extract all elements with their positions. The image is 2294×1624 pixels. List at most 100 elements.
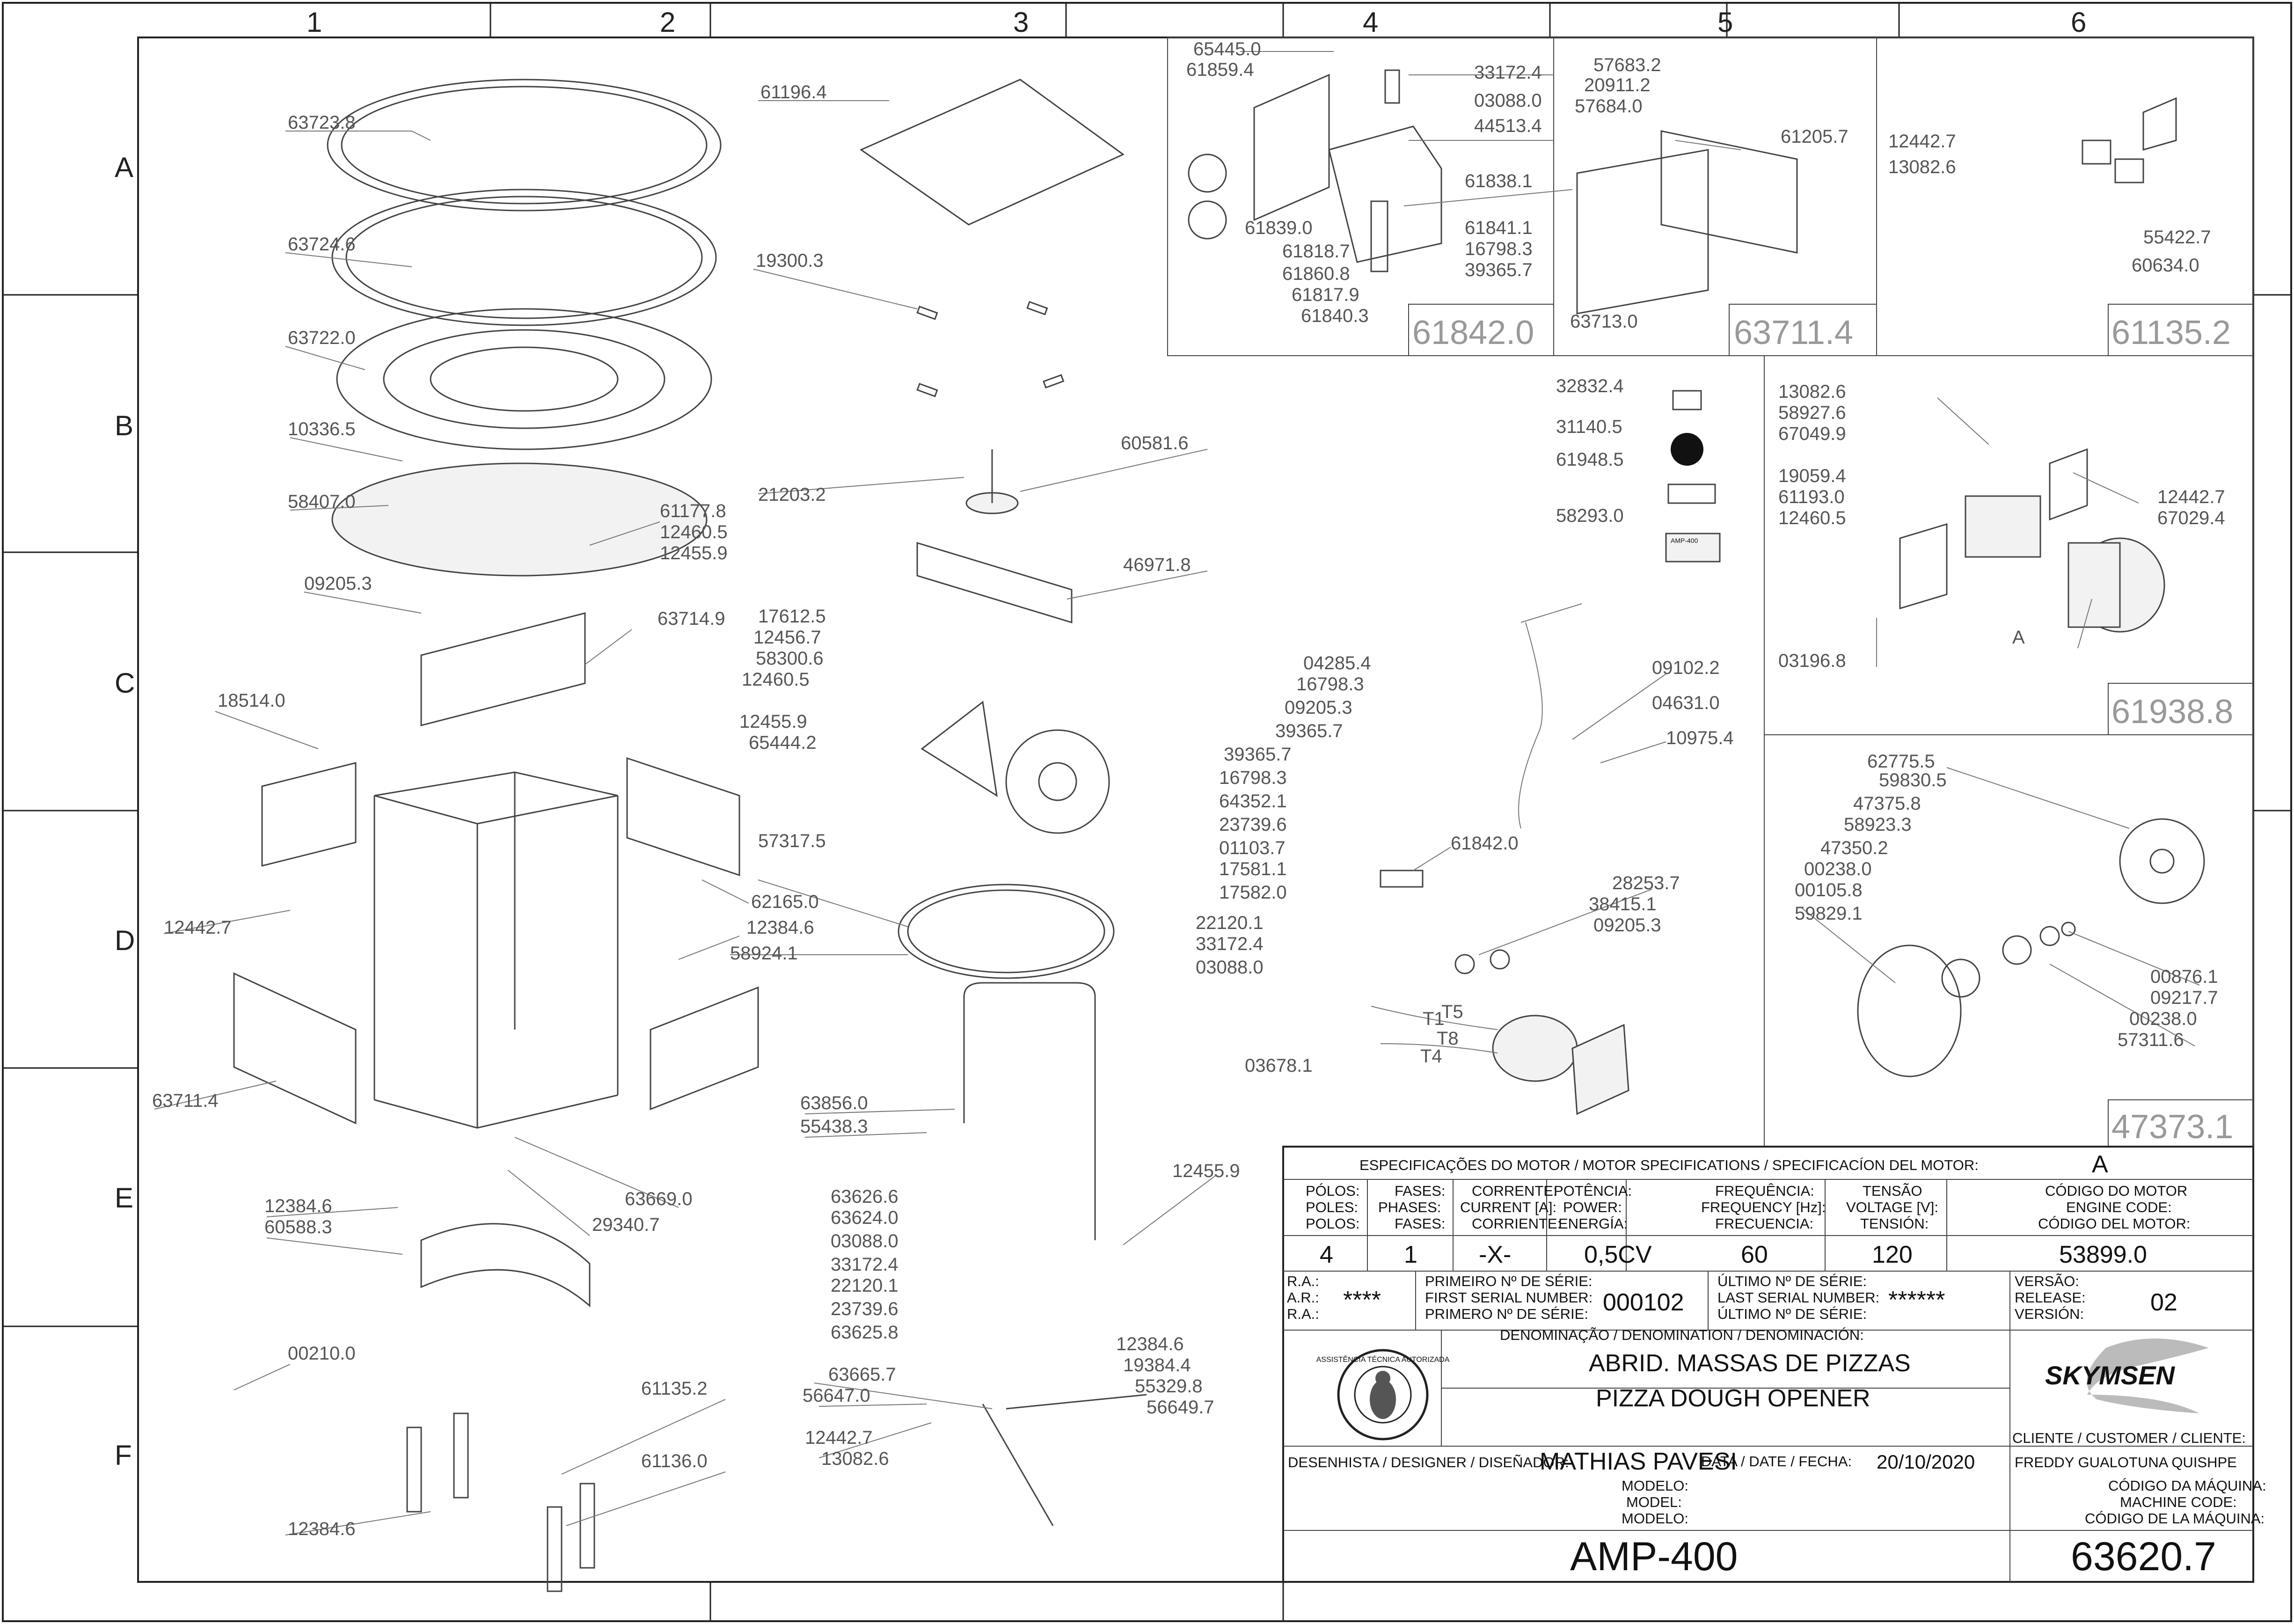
phases-label: FASES:	[1395, 1183, 1446, 1199]
part-label: 61842.0	[1451, 833, 1519, 854]
part-label: 03196.8	[1778, 651, 1846, 671]
part-label: 09205.3	[1285, 697, 1352, 718]
machine-code-label: CÓDIGO DE LA MÁQUINA:	[2085, 1510, 2265, 1527]
part-label: 00238.0	[1804, 859, 1872, 879]
designer-value: MATHIAS PAVESI	[1540, 1448, 1737, 1475]
release-label: RELEASE:	[2015, 1289, 2086, 1306]
part-label: 46971.8	[1123, 555, 1191, 575]
power-label: POTÊNCIA:	[1554, 1183, 1632, 1199]
part-label: 64352.1	[1219, 791, 1287, 812]
part-label: 63722.0	[288, 328, 356, 348]
part-label: 63856.0	[800, 1093, 868, 1113]
part-label: 61840.3	[1301, 306, 1369, 326]
motor-wire-label: T8	[1437, 1028, 1459, 1049]
poles-label: PÓLOS:	[1306, 1183, 1359, 1199]
part-label: 12460.5	[660, 522, 728, 542]
part-label: 61839.0	[1245, 218, 1313, 238]
part-label: 17582.0	[1219, 882, 1287, 903]
product-name-pt: ABRID. MASSAS DE PIZZAS	[1589, 1350, 1911, 1377]
part-label: 16798.3	[1219, 768, 1287, 788]
part-label: 19300.3	[756, 250, 824, 271]
part-label: 21203.2	[758, 484, 826, 505]
part-label: 61205.7	[1781, 126, 1848, 147]
detail-box-code-63711: 63711.4	[1734, 314, 1853, 351]
ra-label: R.A.:	[1287, 1273, 1319, 1289]
power-value: 0,5CV	[1584, 1241, 1652, 1268]
product-name-en: PIZZA DOUGH OPENER	[1596, 1385, 1870, 1412]
part-label: 61860.8	[1282, 263, 1350, 284]
decal-text: AMP-400	[1671, 537, 1698, 544]
part-label: 13082.6	[1888, 157, 1956, 177]
row-label-b: B	[115, 410, 133, 441]
model-value: AMP-400	[1570, 1534, 1738, 1579]
ra-value: ****	[1343, 1287, 1381, 1314]
part-label: 18514.0	[218, 690, 285, 711]
part-label: 58923.3	[1844, 814, 1912, 835]
part-label: 57684.0	[1575, 96, 1643, 117]
voltage-label: TENSÃO	[1863, 1183, 1922, 1199]
poles-label: POLOS:	[1306, 1215, 1359, 1232]
machine-code-value: 63620.7	[2071, 1534, 2216, 1579]
part-label: 44513.4	[1474, 116, 1542, 136]
part-label: 61177.8	[660, 501, 726, 521]
col-label-1: 1	[307, 7, 322, 38]
part-label: 13082.6	[821, 1448, 889, 1469]
part-label: 29340.7	[592, 1214, 660, 1235]
part-label: 63713.0	[1570, 311, 1638, 332]
part-label: 03088.0	[1196, 957, 1264, 978]
phases-label: FASES:	[1395, 1215, 1446, 1232]
grid-ticks	[3, 3, 2291, 1621]
part-drawings: AMP-400	[233, 69, 2205, 1592]
part-label: 62775.5	[1867, 751, 1935, 772]
part-label: 00876.1	[2150, 966, 2218, 987]
date-value: 20/10/2020	[1877, 1451, 1975, 1473]
part-label: 12384.6	[264, 1196, 332, 1216]
col-label-4: 4	[1363, 7, 1378, 38]
leader-lines	[154, 51, 2200, 1536]
designer-label: DESENHISTA / DESIGNER / DISEÑADOR:	[1288, 1454, 1569, 1470]
last-serial-label: LAST SERIAL NUMBER:	[1717, 1289, 1879, 1306]
part-label: 65444.2	[749, 732, 817, 753]
part-label: 03678.1	[1245, 1055, 1313, 1076]
row-label-a: A	[115, 152, 133, 183]
part-label: 12455.9	[660, 543, 728, 563]
part-label: 55438.3	[800, 1116, 868, 1137]
part-label: 61948.5	[1556, 449, 1624, 470]
part-label: 16798.3	[1296, 674, 1364, 695]
detail-boxes	[1167, 37, 2254, 1147]
part-label: 61196.4	[760, 82, 827, 102]
part-label: 61136.0	[641, 1451, 708, 1471]
part-label: 12442.7	[164, 917, 232, 938]
part-label: 23739.6	[831, 1299, 899, 1319]
part-label: 63626.6	[831, 1186, 899, 1207]
part-label: 22120.1	[1196, 913, 1264, 933]
part-label: 03088.0	[1474, 90, 1542, 111]
machine-code-label: CÓDIGO DA MÁQUINA:	[2108, 1478, 2266, 1494]
brand-logo-text: SKYMSEN	[2045, 1361, 2175, 1390]
part-label: 63711.4	[152, 1090, 219, 1111]
part-label: 47350.2	[1820, 838, 1888, 858]
part-label: 56649.7	[1147, 1397, 1214, 1418]
part-label: 09205.3	[1593, 915, 1661, 936]
part-label: 12460.5	[742, 669, 810, 690]
part-label: 61841.1	[1465, 218, 1533, 238]
part-label: 28253.7	[1612, 873, 1680, 893]
detail-box-code-61842: 61842.0	[1412, 314, 1534, 351]
part-label: 63669.0	[625, 1189, 693, 1209]
frequency-label: FRECUENCIA:	[1715, 1215, 1813, 1232]
part-label: 58300.6	[756, 648, 824, 669]
row-labels: A B C D E F	[115, 152, 135, 1471]
part-label: 20911.2	[1584, 75, 1651, 95]
ra-label: A.R.:	[1287, 1289, 1319, 1306]
skymsen-logo: SKYMSEN	[2045, 1339, 2209, 1413]
col-label-3: 3	[1013, 7, 1029, 38]
model-label: MODELO:	[1622, 1510, 1688, 1527]
part-label: 12384.6	[746, 917, 814, 938]
motor-code-label: ENGINE CODE:	[2066, 1199, 2172, 1215]
part-label: 33172.4	[831, 1254, 899, 1275]
col-label-5: 5	[1717, 7, 1733, 38]
part-label: 67049.9	[1778, 424, 1846, 444]
part-label: 12455.9	[739, 711, 807, 732]
part-label: 63723.8	[288, 112, 356, 133]
part-label: 57311.6	[2118, 1030, 2184, 1050]
